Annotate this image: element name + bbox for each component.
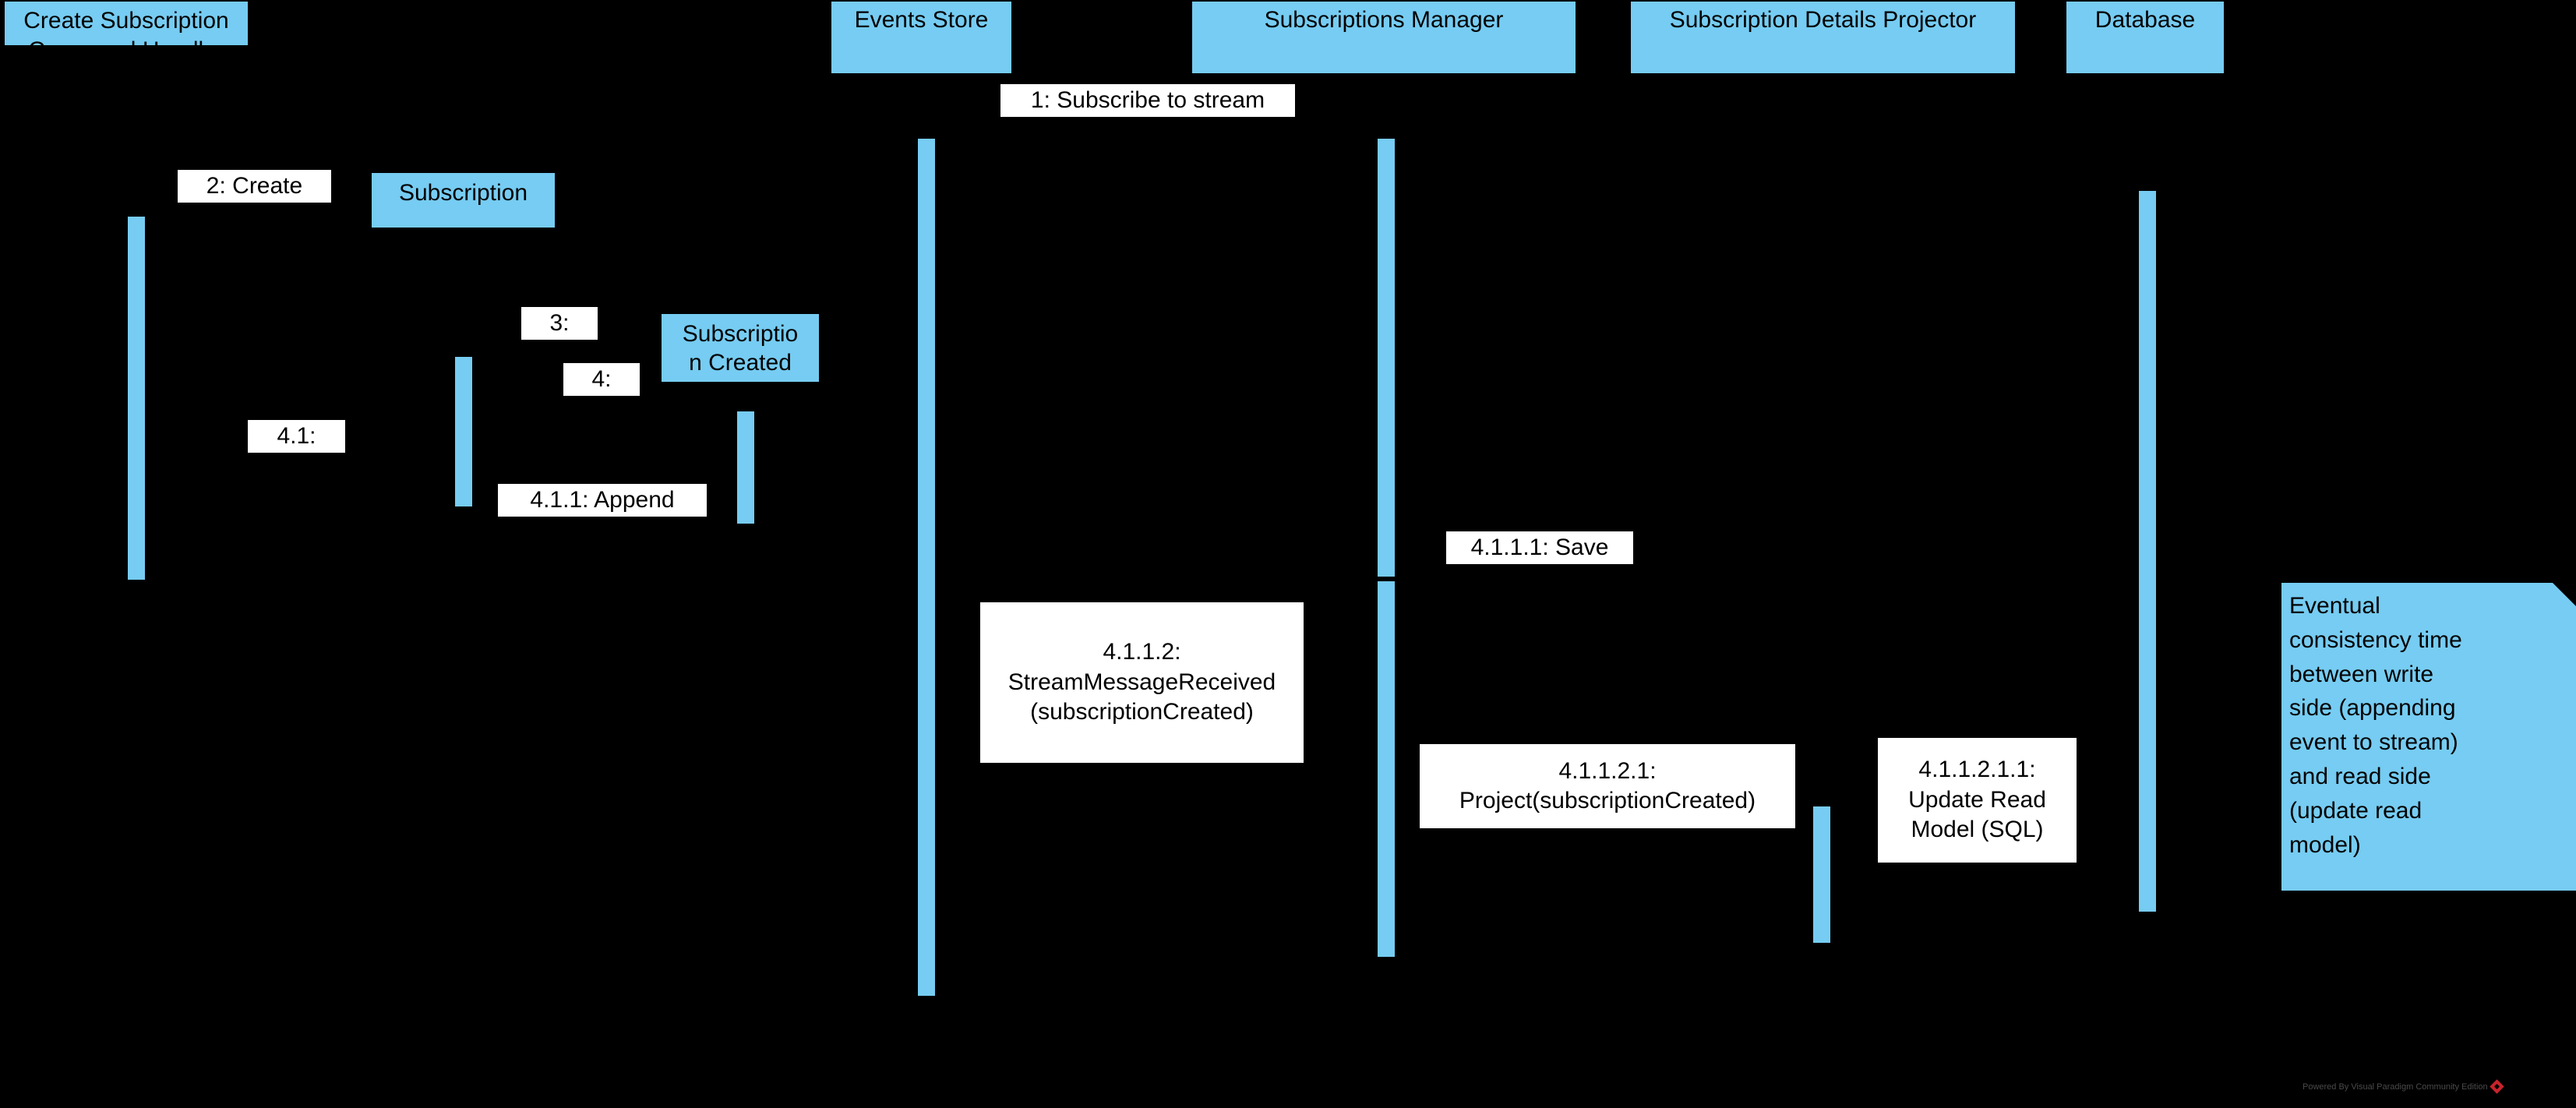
message-label-4-1-1-2-stream-message-received[interactable]: 4.1.1.2: StreamMessageReceived (subscrip… <box>980 602 1304 763</box>
message-label-4-1-1-2-1-1-update-read-model[interactable]: 4.1.1.2.1.1: Update Read Model (SQL) <box>1878 738 2077 863</box>
message-label-3[interactable]: 3: <box>521 307 598 340</box>
activation-bar-subscription[interactable] <box>455 357 472 506</box>
message-label-1-subscribe-to-stream[interactable]: 1: Subscribe to stream <box>1000 84 1295 117</box>
lifeline-header-command-handler[interactable]: Create Subscription Command Handler <box>5 2 248 63</box>
lifeline-header-database[interactable]: Database <box>2066 2 2224 73</box>
object-box-subscription[interactable]: Subscription <box>372 173 555 228</box>
watermark-text: Powered By Visual Paradigm Community Edi… <box>2303 1082 2488 1092</box>
lifeline-header-subscription-details-projector[interactable]: Subscription Details Projector <box>1631 2 2015 73</box>
message-label-4[interactable]: 4: <box>563 363 640 396</box>
message-label-4-1-1-1-save[interactable]: 4.1.1.1: Save <box>1446 531 1633 564</box>
message-label-4-1[interactable]: 4.1: <box>248 420 345 453</box>
activation-bar-subscriptions-manager-lower[interactable] <box>1378 581 1395 957</box>
lifeline-header-events-store[interactable]: Events Store <box>831 2 1011 73</box>
lifeline-header-subscriptions-manager[interactable]: Subscriptions Manager <box>1192 2 1576 73</box>
activation-bar-subscriptions-manager-upper[interactable] <box>1378 139 1395 577</box>
visual-paradigm-logo-icon <box>2489 1079 2504 1094</box>
watermark: Powered By Visual Paradigm Community Edi… <box>2303 1079 2504 1094</box>
message-label-4-1-1-append[interactable]: 4.1.1: Append <box>498 484 707 517</box>
note-eventual-consistency[interactable]: Eventual consistency time between write … <box>2281 583 2576 891</box>
activation-bar-subscription-created[interactable] <box>737 411 754 524</box>
activation-bar-subscription-details-projector[interactable] <box>1813 806 1830 943</box>
message-label-4-1-1-2-1-project[interactable]: 4.1.1.2.1: Project(subscriptionCreated) <box>1420 744 1795 828</box>
activation-bar-command-handler[interactable] <box>128 217 145 580</box>
activation-bar-database[interactable] <box>2139 191 2156 912</box>
activation-bar-events-store[interactable] <box>918 139 935 996</box>
object-box-subscription-created[interactable]: Subscriptio n Created <box>662 314 819 382</box>
message-label-2-create[interactable]: 2: Create <box>178 170 331 203</box>
